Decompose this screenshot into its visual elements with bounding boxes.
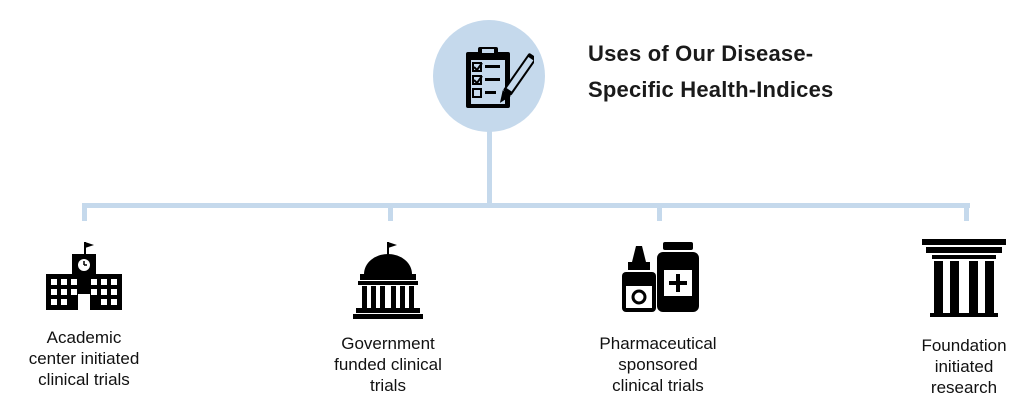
label-line: Pharmaceutical [599,334,717,353]
label-line: clinical trials [612,376,704,395]
label-line: research [930,378,998,397]
branch-connector-foundation [964,203,969,221]
title-line-1: Uses of Our Disease- [588,41,814,66]
label-line: center initiated [28,349,140,368]
label-line: clinical trials [38,370,130,389]
trunk-connector [487,130,492,206]
node-label-academic: Academic center initiated clinical trial… [0,327,174,390]
branch-connector-academic [82,203,87,221]
branch-connector-government [388,203,393,221]
label-line: funded clinical [334,355,442,374]
root-node-circle [433,20,545,132]
label-line: sponsored [618,355,698,374]
label-line: Foundation [921,336,1007,355]
title-line-2: Specific Health-Indices [588,77,834,102]
government-capitol-icon [353,242,423,319]
label-line: Academic [46,328,122,347]
branch-connector-pharmaceutical [657,203,662,221]
university-building-icon [46,242,122,310]
node-label-foundation: Foundation initiated research [874,335,1016,398]
label-line: trials [370,376,406,395]
horizontal-connector [82,203,970,208]
node-label-pharmaceutical: Pharmaceutical sponsored clinical trials [568,333,748,396]
clipboard-checklist-pen-icon [466,47,534,108]
medicine-bottles-icon [622,242,699,312]
greek-column-icon [922,239,1006,317]
node-label-government: Government funded clinical trials [298,333,478,396]
label-line: Government [341,334,435,353]
diagram-title: Uses of Our Disease- Specific Health-Ind… [588,36,888,108]
label-line: initiated [934,357,994,376]
